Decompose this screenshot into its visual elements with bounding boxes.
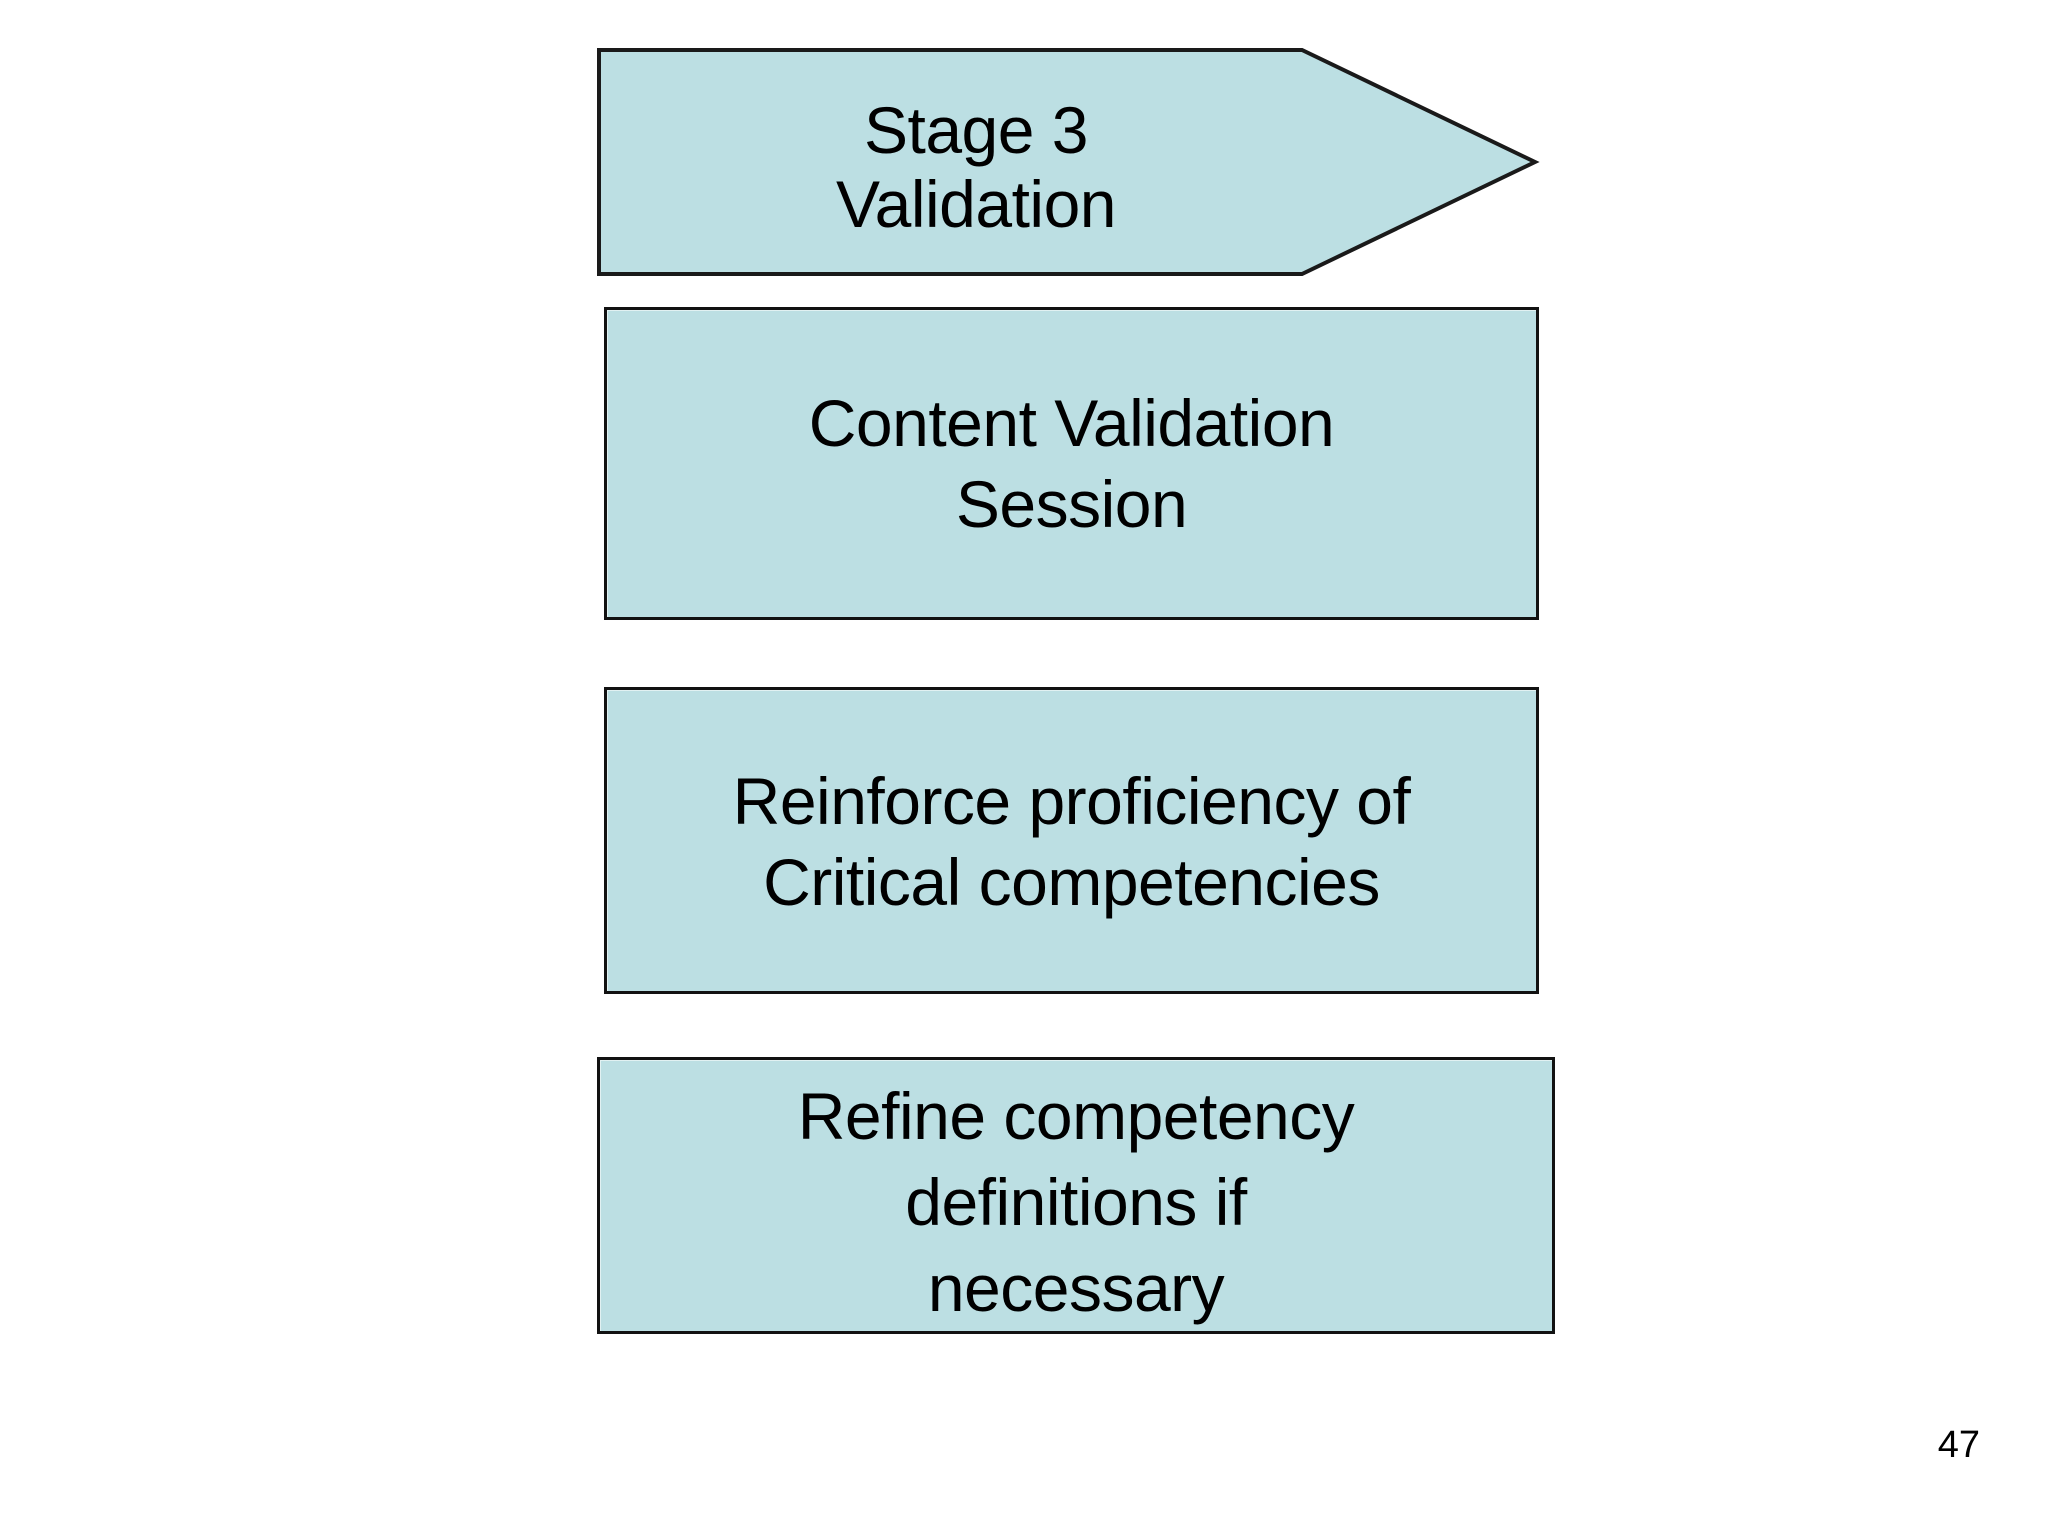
flow-box-reinforce-proficiency[interactable]: Reinforce proficiency of Critical compet… [604,687,1539,994]
flow-box-refine-definitions[interactable]: Refine competency definitions if necessa… [597,1057,1555,1334]
flow-box-content-validation[interactable]: Content Validation Session [604,307,1539,620]
arrow-pentagon-icon [597,48,1540,276]
flow-box-reinforce-proficiency-label: Reinforce proficiency of Critical compet… [732,764,1411,919]
flow-box-refine-definitions-label: Refine competency definitions if necessa… [797,1079,1355,1325]
stage-3-arrow-shape[interactable]: Stage 3 Validation [596,44,1540,280]
slide-number: 47 [1937,1424,1980,1466]
flow-box-content-validation-label: Content Validation Session [808,386,1335,541]
